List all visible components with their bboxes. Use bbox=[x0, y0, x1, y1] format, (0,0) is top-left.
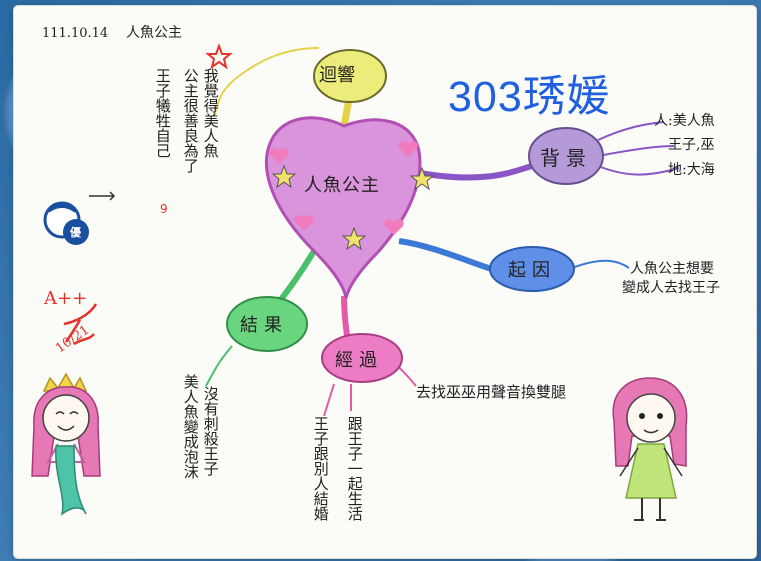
process-detail-1: 去找巫巫用聲音換雙腿 bbox=[416, 383, 567, 401]
result-node bbox=[226, 296, 308, 352]
process-node-label: 經過 bbox=[335, 350, 383, 371]
girl-drawing bbox=[612, 377, 688, 521]
reflection-line-2: 公主很善良為了 bbox=[181, 68, 200, 173]
date-text: 111.10.14 bbox=[42, 26, 109, 41]
reflection-node bbox=[313, 49, 387, 103]
reflection-line-1: 我覺得美人魚 bbox=[201, 68, 220, 158]
grade-mark: A++ bbox=[44, 288, 88, 309]
cause-node bbox=[489, 246, 575, 292]
cause-detail-1: 人魚公主想要 bbox=[630, 261, 714, 277]
result-node-label: 結果 bbox=[240, 315, 288, 336]
cause-node-label: 起因 bbox=[508, 260, 556, 281]
stamp-text: 優 bbox=[70, 226, 81, 239]
stamp-icon bbox=[43, 191, 116, 245]
reflection-node-label: 迴響 bbox=[319, 65, 355, 86]
topic-note: 人魚公主 bbox=[126, 25, 182, 41]
drawing-paper: 111.10.14 人魚公主 303琇媛 bbox=[14, 6, 756, 558]
heart-shape bbox=[264, 116, 422, 299]
cause-detail-2: 變成人去找王子 bbox=[622, 280, 720, 296]
background-detail-1: 人:美人魚 bbox=[654, 113, 715, 129]
background-detail-3: 地:大海 bbox=[668, 162, 715, 178]
result-detail-2: 美人魚變成泡沫 bbox=[181, 374, 200, 479]
result-detail-1: 沒有刺殺王子 bbox=[201, 386, 220, 476]
reflection-line-3: 王子犧牲自己 bbox=[153, 68, 172, 158]
grade-scribble bbox=[63, 303, 98, 346]
process-detail-3: 王子跟別人結婚 bbox=[311, 416, 330, 521]
process-node bbox=[321, 333, 403, 383]
background-link bbox=[408, 163, 533, 181]
process-link bbox=[341, 295, 351, 342]
center-topic-label: 人魚公主 bbox=[304, 175, 380, 196]
page-title: 303琇媛 bbox=[448, 73, 611, 121]
mermaid-drawing bbox=[31, 372, 101, 516]
process-detail-2: 跟王子一起生活 bbox=[345, 416, 364, 521]
mind-map-drawing bbox=[31, 43, 688, 521]
background-node bbox=[528, 127, 604, 185]
background-node-label: 背景 bbox=[540, 146, 592, 170]
cause-link bbox=[398, 238, 493, 272]
background-detail-2: 王子,巫 bbox=[668, 137, 715, 153]
